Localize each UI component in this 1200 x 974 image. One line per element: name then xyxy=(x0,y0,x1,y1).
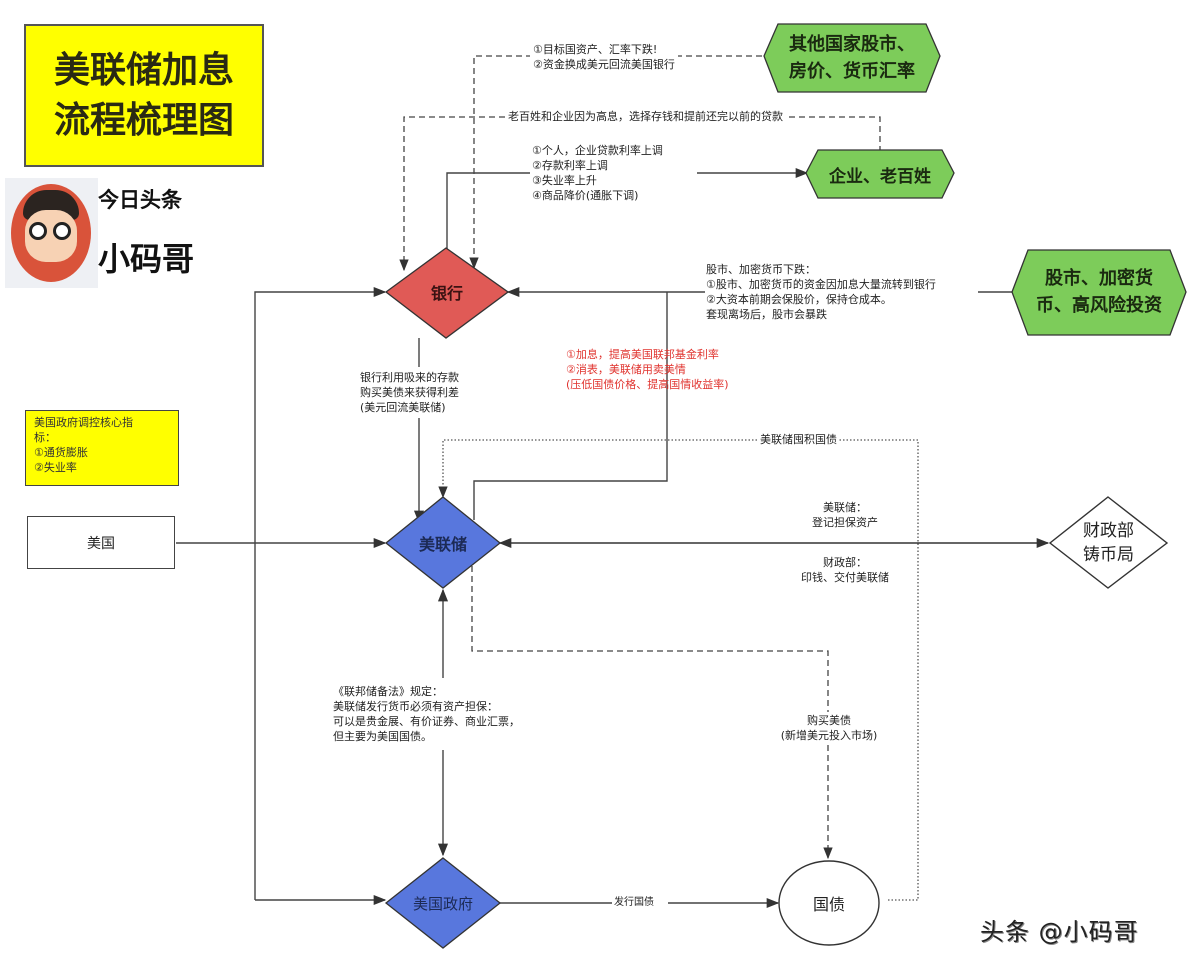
bank-node[interactable] xyxy=(384,247,510,339)
government-node[interactable] xyxy=(384,857,502,949)
core-indicators-note: 美国政府调控核心指 标： ①通货膨胀 ②失业率 xyxy=(25,410,179,486)
label-line: ②大资本前期会保股价，保持仓成本。 xyxy=(706,293,892,306)
note-line: 标： xyxy=(34,431,56,444)
edge-bank-to-people xyxy=(446,172,530,249)
other-markets-label: 其他国家股市、房价、货币汇率 xyxy=(764,28,940,88)
stock-crypto-line: 币、高风险投资 xyxy=(1036,295,1162,316)
watermark: 头条 @小码哥 xyxy=(980,918,1139,946)
note-line: 美国政府调控核心指 xyxy=(34,416,133,429)
note-line: ①通货膨胀 xyxy=(34,446,88,459)
label-line: 购买美债 xyxy=(807,714,851,727)
note-line: ②失业率 xyxy=(34,461,77,474)
label-line: 股市、加密货币下跌： xyxy=(706,263,816,276)
stock-crypto-label: 股市、加密货币、高风险投资 xyxy=(1012,262,1186,322)
enterprises-people-node[interactable] xyxy=(805,149,955,199)
label-line: ②消表，美联储用卖美情 xyxy=(566,363,686,376)
label-bank-to-fed: 银行利用吸来的存款 购买美债来获得利差 (美元回流美联储) xyxy=(360,370,459,415)
label-line: 财政部： xyxy=(823,556,867,569)
label-line: ②资金换成美元回流美国银行 xyxy=(533,58,675,71)
label-line: 登记担保资产 xyxy=(812,516,878,529)
bank-label: 银行 xyxy=(430,284,463,303)
label-line: (压低国债价格、提高国情收益率) xyxy=(566,378,729,391)
diagram-title: 美联储加息流程梳理图 xyxy=(24,24,264,167)
label-line: 美联储发行货币必须有资产担保： xyxy=(333,700,498,713)
other-markets-node[interactable] xyxy=(763,23,941,93)
label-line: (新增美元投入市场) xyxy=(780,729,878,742)
stock-crypto-line: 股市、加密货 xyxy=(1045,268,1153,289)
mint-label-line: 铸币局 xyxy=(1083,545,1134,565)
label-fed-government-law: 《联邦储备法》规定： 美联储发行货币必须有资产担保： 可以是贵金展、有价证券、商… xyxy=(333,684,520,744)
government-label: 美国政府 xyxy=(412,894,473,913)
label-line: 印钱、交付美联储 xyxy=(801,571,889,584)
edge-trunk-to-bank xyxy=(254,286,387,900)
label-line: 购买美债来获得利差 xyxy=(360,386,459,399)
edge-bond-to-fed xyxy=(438,439,919,901)
label-line: ③失业率上升 xyxy=(532,174,597,187)
platform-name: 今日头条 xyxy=(98,188,182,212)
label-fed-to-bank-policy: ①加息，提高美国联邦基金利率 ②消表，美联储用卖美情 (压低国债价格、提高国情收… xyxy=(566,347,729,392)
label-fed-to-bond: 购买美债 (新增美元投入市场) xyxy=(768,713,890,743)
fed-label: 美联储 xyxy=(418,535,467,554)
treasury-mint-node[interactable] xyxy=(1048,496,1169,589)
label-line: ①股市、加密货币的资金因加息大量流转到银行 xyxy=(706,278,936,291)
label-line: (美元回流美联储) xyxy=(360,401,446,414)
label-line: 套现离场后，股市会暴跌 xyxy=(706,308,827,321)
label-line: ④商品降价(通胀下调) xyxy=(532,189,639,202)
label-line: 美联储： xyxy=(823,501,867,514)
label-line: 但主要为美国国债。 xyxy=(333,730,432,743)
edge-fed-to-bond xyxy=(471,566,829,712)
other-markets-line: 房价、货币汇率 xyxy=(789,61,915,82)
label-other-markets-to-bank: ①目标国资产、汇率下跌! ②资金换成美元回流美国银行 xyxy=(530,42,678,72)
treasury-bond-node[interactable] xyxy=(778,860,880,946)
author-name: 小码哥 xyxy=(98,240,195,278)
label-line: ①个人，企业贷款利率上调 xyxy=(532,144,663,157)
label-bond-to-fed: 美联储囤积国债 xyxy=(758,432,839,447)
label-line: ②存款利率上调 xyxy=(532,159,608,172)
label-fed-to-mint-top: 美联储： 登记担保资产 xyxy=(790,500,900,530)
label-fed-to-mint-bottom: 财政部： 印钱、交付美联储 xyxy=(790,555,900,585)
label-line: 可以是贵金展、有价证券、商业汇票， xyxy=(333,715,520,728)
label-line: 《联邦储备法》规定： xyxy=(333,685,443,698)
title-line-2: 流程梳理图 xyxy=(53,99,234,141)
author-avatar xyxy=(5,178,98,288)
label-line: 银行利用吸来的存款 xyxy=(360,371,459,384)
avatar-face-icon xyxy=(11,184,91,282)
treasury-bond-label: 国债 xyxy=(812,895,845,914)
label-line: ①加息，提高美国联邦基金利率 xyxy=(566,348,719,361)
stock-crypto-node[interactable] xyxy=(1011,249,1187,336)
fed-node[interactable] xyxy=(384,496,502,589)
label-government-to-bond: 发行国债 xyxy=(614,897,654,908)
mint-label-line: 财政部 xyxy=(1083,521,1134,541)
usa-node[interactable]: 美国 xyxy=(27,516,175,569)
title-line-1: 美联储加息 xyxy=(53,49,234,91)
other-markets-line: 其他国家股市、 xyxy=(789,34,915,55)
edge-fed-to-bank xyxy=(473,292,668,520)
label-bank-to-people: ①个人，企业贷款利率上调 ②存款利率上调 ③失业率上升 ④商品降价(通胀下调) xyxy=(532,143,663,203)
usa-label: 美国 xyxy=(87,535,115,552)
label-stock-to-bank: 股市、加密货币下跌： ①股市、加密货币的资金因加息大量流转到银行 ②大资本前期会… xyxy=(706,262,936,322)
label-people-to-bank: 老百姓和企业因为高息，选择存钱和提前还完以前的贷款 xyxy=(505,109,786,124)
enterprises-people-label: 企业、老百姓 xyxy=(829,166,931,187)
label-line: ①目标国资产、汇率下跌! xyxy=(533,43,658,56)
treasury-mint-label: 财政部铸币局 xyxy=(1050,516,1167,570)
